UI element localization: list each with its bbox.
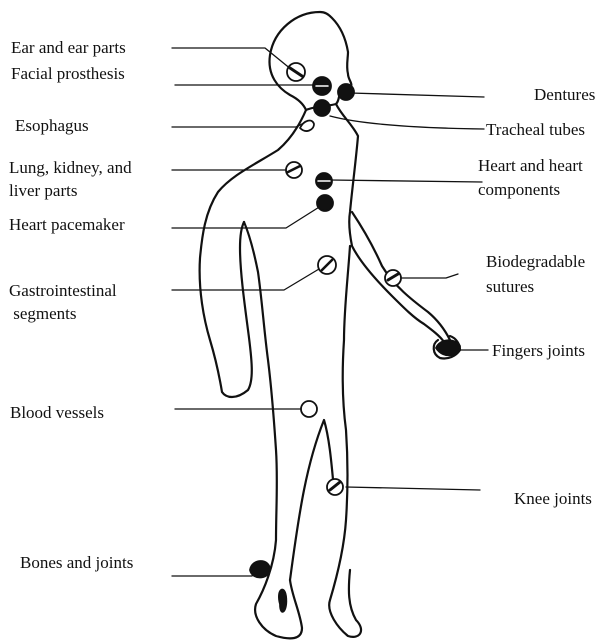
marker-dentures — [338, 84, 354, 100]
label-sutures-line1: Biodegradable — [486, 252, 585, 272]
label-heart-line1: Heart and heart — [478, 156, 583, 176]
label-sutures-line2: sutures — [486, 277, 534, 297]
label-tracheal-tubes: Tracheal tubes — [486, 120, 585, 140]
leader-sutures — [400, 274, 458, 278]
label-lung-line2: liver parts — [9, 181, 77, 201]
label-bones: Bones and joints — [20, 553, 133, 573]
leg-front-outline — [329, 246, 361, 637]
label-dentures: Dentures — [534, 85, 595, 105]
label-esophagus: Esophagus — [15, 116, 89, 136]
leader-esophagus — [172, 122, 306, 127]
leader-bones — [172, 570, 256, 576]
leg-back-outline — [290, 420, 334, 580]
leader-knee — [346, 487, 480, 490]
label-fingers-joints: Fingers joints — [492, 341, 585, 361]
marker-tracheal — [314, 100, 330, 116]
label-ear: Ear and ear parts — [11, 38, 126, 58]
label-heart-line2: components — [478, 180, 560, 200]
marker-blood — [301, 401, 317, 417]
leader-dentures — [350, 93, 484, 97]
label-facial-prosthesis: Facial prosthesis — [11, 64, 125, 84]
leader-lines — [172, 48, 488, 576]
leader-gastro — [172, 266, 324, 290]
leader-ear — [172, 48, 292, 70]
label-lung-line1: Lung, kidney, and — [9, 158, 132, 178]
body-right-outline — [336, 104, 444, 342]
marker-esophagus — [300, 121, 314, 131]
marker-bones — [250, 561, 270, 578]
leader-pacemaker — [172, 204, 324, 228]
label-knee-joints: Knee joints — [514, 489, 592, 509]
label-pacemaker: Heart pacemaker — [9, 215, 125, 235]
marker-fingers — [436, 340, 460, 355]
label-gastro-line2: segments — [9, 304, 77, 324]
label-blood-vessels: Blood vessels — [10, 403, 104, 423]
label-gastro-line1: Gastrointestinal — [9, 281, 117, 301]
ankle-detail — [279, 590, 286, 612]
marker-pacemaker — [317, 195, 333, 211]
